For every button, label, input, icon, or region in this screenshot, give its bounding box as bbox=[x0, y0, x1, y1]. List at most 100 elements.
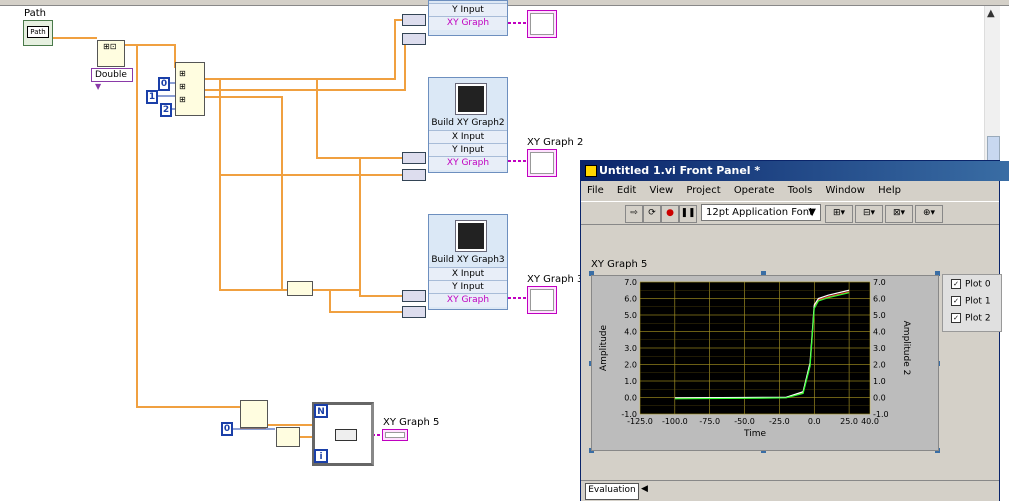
xy-graph-1-terminal[interactable] bbox=[527, 10, 557, 38]
front-panel-title-bar[interactable]: Untitled 1.vi Front Panel * bbox=[581, 161, 1009, 181]
y2-tick-label: 5.0 bbox=[873, 311, 886, 320]
distribute-objects-icon[interactable]: ⊟▾ bbox=[855, 205, 883, 223]
loop-inner-node[interactable] bbox=[335, 429, 357, 441]
selection-handle[interactable] bbox=[589, 271, 594, 276]
x-tick-label: -50.0 bbox=[734, 417, 755, 426]
transpose-node[interactable] bbox=[287, 281, 313, 296]
bundle-node-3a[interactable] bbox=[402, 290, 426, 302]
menu-operate[interactable]: Operate bbox=[733, 185, 775, 196]
build-xy-graph-3[interactable]: Build XY Graph3 X Input Y Input XY Graph bbox=[428, 214, 508, 310]
front-panel-window: Untitled 1.vi Front Panel * File Edit Vi… bbox=[580, 160, 1009, 501]
path-control[interactable]: Path bbox=[23, 20, 53, 46]
check-icon[interactable]: ✓ bbox=[951, 313, 961, 323]
xy-graph-2-label: XY Graph 2 bbox=[527, 137, 584, 148]
selection-handle[interactable] bbox=[935, 271, 940, 276]
path-label: Path bbox=[24, 8, 46, 19]
build3-x-input: X Input bbox=[429, 267, 507, 281]
index-array-node[interactable]: ⊞⊞⊞ bbox=[175, 62, 205, 116]
menu-tools[interactable]: Tools bbox=[787, 185, 813, 196]
y2-tick-label: 1.0 bbox=[873, 377, 886, 386]
menu-view[interactable]: View bbox=[649, 185, 674, 196]
scroll-up-icon[interactable]: ▲ bbox=[987, 8, 995, 19]
bundle-node-2a[interactable] bbox=[402, 152, 426, 164]
wire-group bbox=[52, 19, 406, 438]
check-icon[interactable]: ✓ bbox=[951, 296, 961, 306]
scroll-left-icon[interactable]: ◀ bbox=[641, 484, 648, 494]
x-tick-label: -25.0 bbox=[769, 417, 790, 426]
menu-help[interactable]: Help bbox=[878, 185, 901, 196]
bundle-node-3b[interactable] bbox=[402, 306, 426, 318]
build3-xy-graph: XY Graph bbox=[429, 293, 507, 307]
index-array-icon: ⊞⊞⊞ bbox=[179, 69, 186, 104]
menu-bar: File Edit View Project Operate Tools Win… bbox=[581, 182, 999, 200]
build2-title: Build XY Graph2 bbox=[431, 118, 505, 128]
constant-0[interactable]: 0 bbox=[158, 77, 170, 91]
y-tick-label: 1.0 bbox=[624, 377, 637, 386]
menu-edit[interactable]: Edit bbox=[616, 185, 637, 196]
x-tick-label: -75.0 bbox=[699, 417, 720, 426]
legend-item-plot-1[interactable]: ✓ Plot 1 bbox=[951, 296, 991, 307]
array-subset-node[interactable] bbox=[276, 427, 300, 447]
menu-window[interactable]: Window bbox=[825, 185, 865, 196]
constant-2[interactable]: 2 bbox=[160, 103, 172, 117]
xy-graph-2-terminal[interactable] bbox=[527, 149, 557, 177]
xy-graph-3-terminal[interactable] bbox=[527, 286, 557, 314]
legend-item-plot-2[interactable]: ✓ Plot 2 bbox=[951, 313, 991, 324]
abort-icon[interactable]: ● bbox=[661, 205, 679, 223]
resize-objects-icon[interactable]: ⊠▾ bbox=[885, 205, 913, 223]
run-continuous-icon[interactable]: ⟳ bbox=[643, 205, 661, 223]
build-array-node[interactable] bbox=[240, 400, 268, 428]
menu-file[interactable]: File bbox=[587, 185, 604, 196]
x-tick-label: 40.0 bbox=[861, 417, 879, 426]
legend-plot-0-label: Plot 0 bbox=[965, 279, 991, 290]
reorder-icon[interactable]: ⊕▾ bbox=[915, 205, 943, 223]
y-tick-label: 2.0 bbox=[624, 361, 637, 370]
legend-plot-1-label: Plot 1 bbox=[965, 296, 991, 307]
graph-icon bbox=[456, 221, 486, 251]
align-objects-icon[interactable]: ⊞▾ bbox=[825, 205, 853, 223]
graph-label: XY Graph 5 bbox=[591, 259, 648, 270]
read-spreadsheet-node[interactable]: ⊞⊡ bbox=[97, 40, 125, 67]
y2-tick-label: 7.0 bbox=[873, 278, 886, 287]
menu-project[interactable]: Project bbox=[686, 185, 721, 196]
font-selector-text: 12pt Application Font bbox=[706, 207, 813, 218]
font-selector[interactable]: 12pt Application Font ▼ bbox=[701, 204, 821, 221]
run-arrow-icon[interactable]: ⇨ bbox=[625, 205, 643, 223]
front-panel-toolbar: ⇨ ⟳ ● ❚❚ 12pt Application Font ▼ ⊞▾ ⊟▾ ⊠… bbox=[581, 201, 999, 225]
constant-0-loop[interactable]: 0 bbox=[221, 422, 233, 436]
build-xy-graph-2[interactable]: Build XY Graph2 X Input Y Input XY Graph bbox=[428, 77, 508, 173]
legend-item-plot-0[interactable]: ✓ Plot 0 bbox=[951, 279, 991, 290]
for-loop[interactable]: N i bbox=[312, 402, 374, 466]
y2-axis-label: Amplitude 2 bbox=[901, 321, 911, 376]
y-tick-label: 4.0 bbox=[624, 328, 637, 337]
status-bar: Evaluation ◀ bbox=[581, 480, 999, 501]
check-icon[interactable]: ✓ bbox=[951, 279, 961, 289]
selection-handle[interactable] bbox=[761, 271, 766, 276]
legend-plot-2-label: Plot 2 bbox=[965, 313, 991, 324]
xy-graph-5-terminal[interactable] bbox=[382, 429, 408, 441]
front-panel-title: Untitled 1.vi Front Panel * bbox=[599, 164, 761, 177]
wire-i2 bbox=[205, 96, 360, 291]
double-selector-text: Double bbox=[95, 70, 127, 80]
x-tick-label: 25.0 bbox=[840, 417, 858, 426]
top-xy-graph: XY Graph bbox=[429, 16, 507, 30]
bundle-node-top-1[interactable] bbox=[402, 14, 426, 26]
build-xy-graph-top[interactable]: Y Input XY Graph bbox=[428, 0, 508, 36]
bundle-node-top-2[interactable] bbox=[402, 33, 426, 45]
pause-icon[interactable]: ❚❚ bbox=[679, 205, 697, 223]
wire-v5 bbox=[312, 289, 402, 313]
wire-top bbox=[125, 44, 240, 408]
loop-iteration-i: i bbox=[314, 449, 328, 463]
graph-icon bbox=[456, 84, 486, 114]
wire-v4 bbox=[359, 158, 402, 297]
double-selector[interactable]: Double ▼ bbox=[91, 68, 133, 91]
y-tick-label: -1.0 bbox=[621, 410, 637, 419]
build2-x-input: X Input bbox=[429, 130, 507, 144]
bundle-node-2b[interactable] bbox=[402, 169, 426, 181]
x-tick-label: 0.0 bbox=[808, 417, 821, 426]
wire-v3 bbox=[219, 175, 287, 291]
constant-1[interactable]: 1 bbox=[146, 90, 158, 104]
x-tick-label: -100.0 bbox=[662, 417, 688, 426]
